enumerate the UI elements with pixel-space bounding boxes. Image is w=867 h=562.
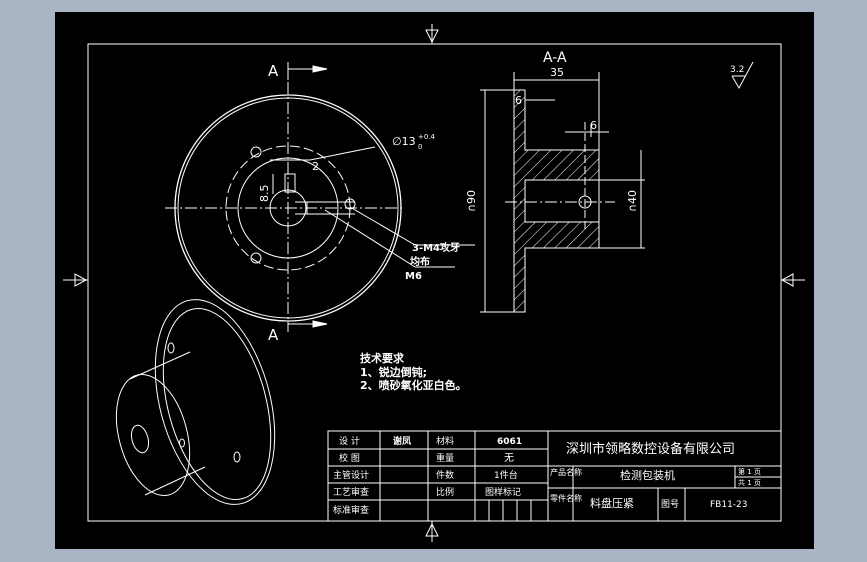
title-block xyxy=(327,430,782,522)
dim-key-depth: 8.5 xyxy=(258,185,271,203)
value-drawing-no: FB11-23 xyxy=(710,500,748,510)
label-quantity: 件数 xyxy=(436,469,454,481)
section-title: A-A xyxy=(543,50,567,66)
dim-outer-dia: ∩90 xyxy=(465,190,478,212)
dim-hole-tol-upper: +0.4 xyxy=(418,133,436,141)
value-part: 料盘压紧 xyxy=(590,496,634,510)
section-view xyxy=(480,72,645,313)
label-part: 零件名称 xyxy=(550,493,582,503)
dim-hole-offset: 6 xyxy=(590,119,597,132)
value-weight: 无 xyxy=(504,453,514,464)
drawing-viewport[interactable]: 3.2 A A ∅13 +0.4 0 2 8.5 3 xyxy=(55,12,814,549)
roughness-symbol: 3.2 xyxy=(730,61,754,90)
value-scale: 图样标记 xyxy=(485,486,521,498)
label-scale: 比例 xyxy=(436,486,454,498)
roughness-value: 3.2 xyxy=(730,65,744,75)
dim-key-width: 2 xyxy=(312,160,319,173)
label-standard-review: 标准审查 xyxy=(333,504,369,516)
notes-line1: 1、锐边倒钝; xyxy=(360,365,427,379)
label-design: 设 计 xyxy=(339,435,360,447)
label-check: 校 图 xyxy=(339,452,360,464)
value-material: 6061 xyxy=(497,437,522,447)
note-set-screw: M6 xyxy=(405,271,422,282)
label-chief-design: 主管设计 xyxy=(333,469,369,481)
value-designer: 谢凤 xyxy=(393,435,411,447)
isometric-view xyxy=(115,299,276,505)
note-tap-even: 均布 xyxy=(410,255,430,268)
label-process-review: 工艺审查 xyxy=(333,486,369,498)
dim-hub-dia: ∩40 xyxy=(626,190,639,212)
value-product: 检测包装机 xyxy=(620,468,675,482)
note-tap: 3-M4攻牙 xyxy=(412,241,460,254)
front-view xyxy=(165,62,475,332)
section-marker-top: A xyxy=(268,62,279,80)
section-marker-bottom: A xyxy=(268,326,279,344)
label-product: 产品名称 xyxy=(550,467,582,477)
sheet-number: 第 1 页 xyxy=(738,467,761,476)
dim-hole-tol-lower: 0 xyxy=(418,143,422,151)
dim-total-length: 35 xyxy=(550,66,564,79)
dim-flange-thickness: 6 xyxy=(515,94,522,107)
company-name: 深圳市领略数控设备有限公司 xyxy=(566,441,735,457)
cad-drawing: 3.2 A A ∅13 +0.4 0 2 8.5 3 xyxy=(63,24,805,542)
value-quantity: 1件台 xyxy=(494,469,518,481)
dim-hole-dia: ∅13 xyxy=(392,135,416,148)
label-drawing-no: 图号 xyxy=(661,499,679,510)
centering-marks xyxy=(63,24,805,542)
title-block-text: 设 计 谢凤 材料 6061 深圳市领略数控设备有限公司 校 图 重量 无 产品… xyxy=(333,435,761,516)
sheet-total: 共 1 页 xyxy=(738,478,761,487)
notes-line2: 2、喷砂氧化亚白色。 xyxy=(360,378,467,392)
notes-title: 技术要求 xyxy=(360,351,405,365)
label-weight: 重量 xyxy=(436,452,454,464)
label-material: 材料 xyxy=(436,435,454,447)
